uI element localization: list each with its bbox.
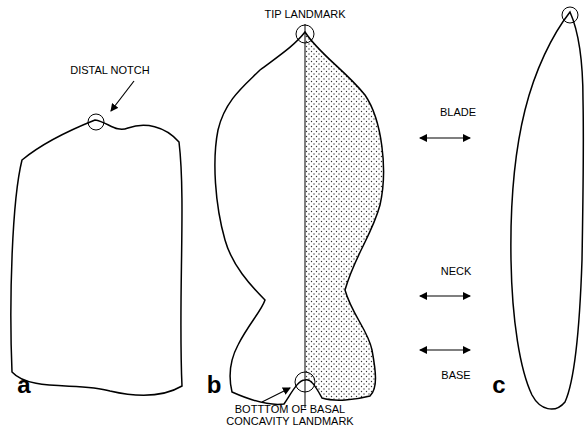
double-arrow (420, 137, 470, 138)
region-label: NECK (441, 265, 472, 277)
landmark-circle (88, 114, 104, 130)
landmark-circle (296, 25, 314, 43)
feature-label: DISTAL NOTCH (70, 64, 149, 76)
outline-b (215, 32, 384, 404)
leader-arrow (262, 388, 290, 402)
leader-arrow (111, 81, 134, 111)
region-label: BASE (441, 369, 470, 381)
landmark-circle (562, 7, 578, 23)
landmark-circle (295, 372, 315, 392)
double-arrow (420, 295, 470, 296)
landmark-label: BOTTTOM OF BASAL CONCAVITY LANDMARK (225, 403, 355, 427)
panel-letter: a (17, 372, 30, 398)
double-arrow (420, 349, 470, 350)
panel-letter: c (492, 372, 505, 398)
outline-a (11, 120, 182, 395)
landmark-label: TIP LANDMARK (264, 8, 345, 20)
outline-c (511, 12, 584, 409)
region-label: BLADE (440, 106, 476, 118)
panel-letter: b (207, 372, 222, 398)
axis-line (305, 24, 306, 408)
